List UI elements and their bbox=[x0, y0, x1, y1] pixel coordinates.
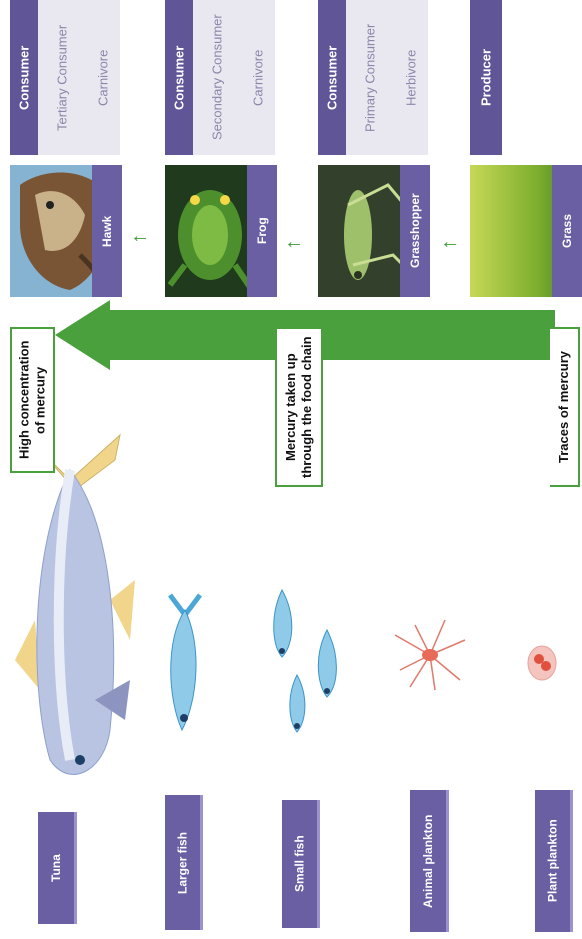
small-fish-tag: Small fish bbox=[282, 800, 320, 928]
tuna-illustration bbox=[10, 430, 150, 790]
high-concentration-note: High concentration of mercury bbox=[10, 327, 55, 473]
larger-fish-illustration bbox=[160, 590, 210, 740]
tuna-tag: Tuna bbox=[38, 812, 77, 924]
frog-role: Secondary Consumer bbox=[193, 0, 243, 155]
mercury-uptake-note: Mercury taken up through the food chain bbox=[275, 327, 323, 487]
larger-fish-tag: Larger fish bbox=[165, 795, 203, 930]
plant-plankton-tag: Plant plankton bbox=[535, 790, 573, 932]
hawk-diet: Carnivore bbox=[88, 0, 120, 155]
small-fish-illustration bbox=[262, 585, 357, 735]
frog-diet: Carnivore bbox=[243, 0, 275, 155]
animal-plankton-illustration bbox=[385, 615, 475, 695]
grasshopper-diet: Herbivore bbox=[396, 0, 428, 155]
grass-label: Grass bbox=[552, 165, 582, 297]
arrow-frog-to-hawk: ← bbox=[130, 226, 150, 246]
animal-plankton-tag: Animal plankton bbox=[410, 790, 449, 932]
traces-note: Traces of mercury bbox=[550, 327, 580, 487]
grasshopper-role: Primary Consumer bbox=[346, 0, 396, 155]
frog-level-tag: Consumer bbox=[165, 0, 193, 155]
arrow-grass-to-grasshopper: ← bbox=[440, 232, 460, 252]
grasshopper-level-tag: Consumer bbox=[318, 0, 346, 155]
grasshopper-label: Grasshopper bbox=[400, 165, 430, 297]
arrow-grasshopper-to-frog: ← bbox=[284, 232, 304, 252]
grass-level-tag: Producer bbox=[470, 0, 502, 155]
frog-label: Frog bbox=[247, 165, 277, 297]
hawk-label: Hawk bbox=[92, 165, 122, 297]
hawk-role: Tertiary Consumer bbox=[38, 0, 88, 155]
plant-plankton-illustration bbox=[525, 643, 560, 683]
hawk-level-tag: Consumer bbox=[10, 0, 38, 155]
